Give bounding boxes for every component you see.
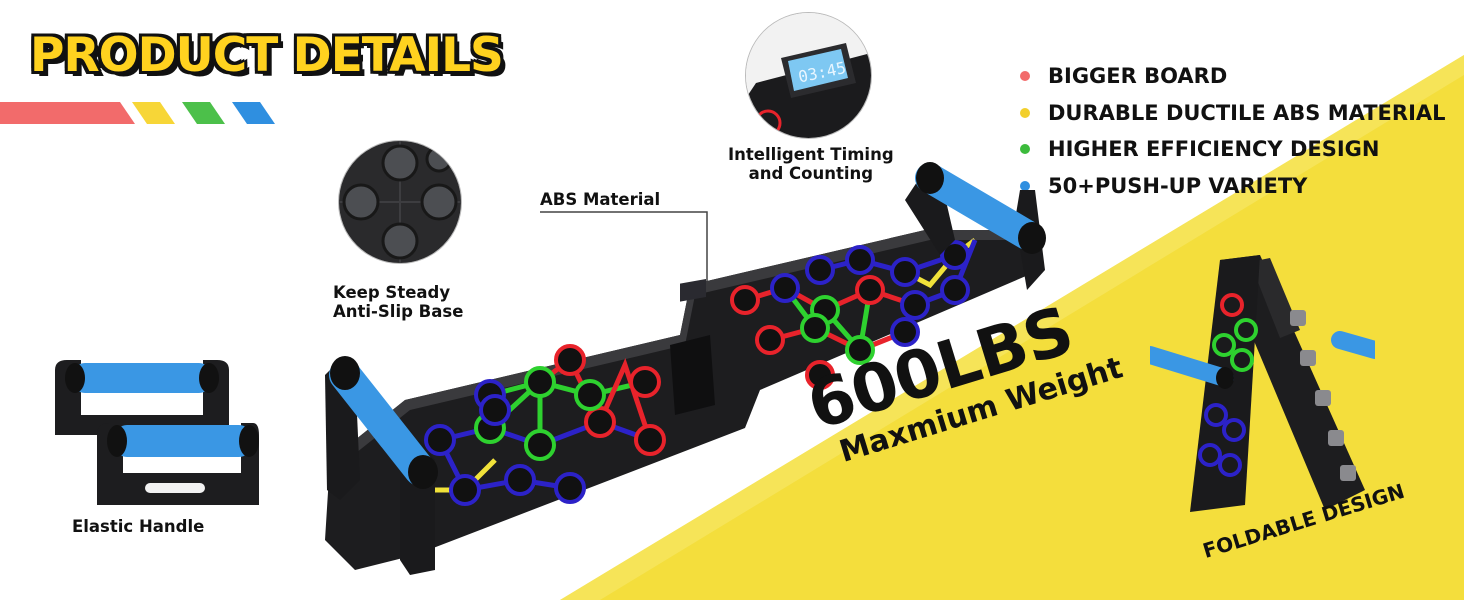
feature-item: BIGGER BOARD (1020, 58, 1446, 95)
abs-material-caption: ABS Material (540, 190, 661, 209)
title-color-stripes (0, 102, 275, 124)
feature-item: DURABLE DUCTILE ABS MATERIAL (1020, 95, 1446, 132)
anti-slip-caption: Keep Steady Anti-Slip Base (333, 283, 463, 321)
feature-dot (1020, 71, 1030, 82)
timing-caption: Intelligent Timing and Counting (728, 145, 894, 183)
timer-display-image: 03:45 (746, 13, 871, 138)
pushup-board-image (325, 162, 1046, 575)
feature-label: BIGGER BOARD (1048, 64, 1228, 89)
anti-slip-callout (338, 140, 462, 264)
feature-dot (1020, 107, 1030, 118)
anti-slip-caption-line2: Anti-Slip Base (333, 302, 464, 321)
anti-slip-caption-line1: Keep Steady (333, 283, 451, 302)
feature-dot (1020, 180, 1030, 191)
folded-board-image (1150, 255, 1375, 512)
page-title: PRODUCT DETAILS (30, 28, 504, 83)
feature-list: BIGGER BOARD DURABLE DUCTILE ABS MATERIA… (1020, 58, 1446, 204)
stripe-red (0, 102, 135, 124)
feature-label: DURABLE DUCTILE ABS MATERIAL (1048, 100, 1446, 125)
feature-label: 50+PUSH-UP VARIETY (1048, 173, 1308, 198)
timing-caption-line2: and Counting (748, 164, 874, 183)
feature-item: 50+PUSH-UP VARIETY (1020, 168, 1446, 205)
timer-callout: 03:45 (745, 12, 872, 139)
feature-item: HIGHER EFFICIENCY DESIGN (1020, 131, 1446, 168)
anti-slip-feet-image (339, 141, 461, 263)
timing-caption-line1: Intelligent Timing (728, 145, 894, 164)
stripe-yellow (132, 102, 175, 124)
feature-label: HIGHER EFFICIENCY DESIGN (1048, 137, 1380, 162)
stripe-green (182, 102, 225, 124)
stripe-blue (232, 102, 275, 124)
elastic-handles-image (55, 360, 259, 505)
elastic-handle-caption: Elastic Handle (72, 517, 205, 536)
feature-dot (1020, 144, 1030, 155)
